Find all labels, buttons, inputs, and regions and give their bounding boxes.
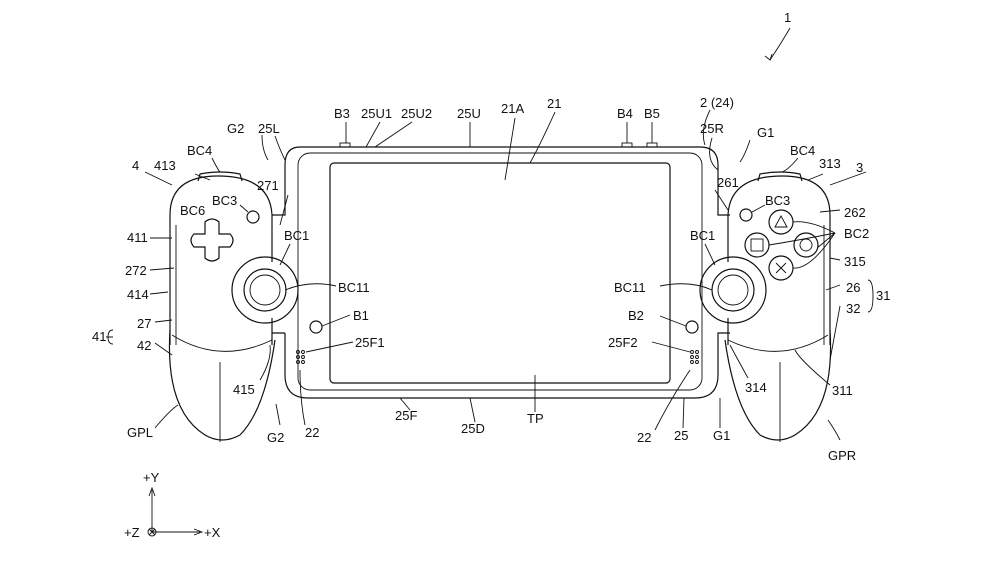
label: BC1 — [690, 228, 715, 243]
label: GPR — [828, 448, 856, 463]
label: 25F — [395, 408, 417, 423]
label: 414 — [127, 287, 149, 302]
label: 411 — [127, 230, 148, 245]
label: BC4 — [790, 143, 815, 158]
axis-indicator — [147, 486, 204, 537]
label: 415 — [233, 382, 255, 397]
label: BC3 — [765, 193, 790, 208]
left-stick-cap — [249, 274, 281, 306]
left-grip-seam — [171, 225, 273, 442]
face-buttons-bc2 — [744, 209, 819, 281]
label: GPL — [127, 425, 153, 440]
right-stick-bc1 — [699, 256, 767, 324]
label: B4 — [617, 106, 633, 121]
label: BC3 — [212, 193, 237, 208]
button-b2 — [685, 320, 699, 334]
label: 22 — [305, 425, 319, 440]
label: TP — [527, 411, 544, 426]
label: 2 (24) — [700, 95, 734, 110]
label: 314 — [745, 380, 767, 395]
label: BC11 — [614, 280, 646, 295]
label: 271 — [257, 178, 279, 193]
touch-screen — [329, 162, 671, 384]
right-button-bc3 — [739, 208, 753, 222]
label: 21 — [547, 96, 561, 111]
label: G1 — [757, 125, 774, 140]
label: 25U2 — [401, 106, 432, 121]
label: B3 — [334, 106, 350, 121]
button-b3 — [339, 142, 351, 148]
label: BC1 — [284, 228, 309, 243]
label: 4 — [132, 158, 139, 173]
label: 262 — [844, 205, 866, 220]
label: 41 — [92, 329, 106, 344]
label: 413 — [154, 158, 176, 173]
left-button-bc3 — [246, 210, 260, 224]
label: 25F2 — [608, 335, 638, 350]
label: 25R — [700, 121, 724, 136]
square-button — [744, 232, 770, 258]
label: 27 — [137, 316, 151, 331]
label: BC11 — [338, 280, 370, 295]
right-bumper-bc4 — [757, 171, 803, 182]
label: B5 — [644, 106, 660, 121]
label: 25U — [457, 106, 481, 121]
label: 3 — [856, 160, 863, 175]
label: 26 — [846, 280, 860, 295]
label: 272 — [125, 263, 147, 278]
circle-button — [793, 232, 819, 258]
left-stick-bc1 — [231, 256, 299, 324]
label: 42 — [137, 338, 151, 353]
axis-label-x: +X — [204, 525, 221, 540]
label: B2 — [628, 308, 644, 323]
label: G1 — [713, 428, 730, 443]
label: 315 — [844, 254, 866, 269]
label: BC2 — [844, 226, 869, 241]
triangle-button — [768, 209, 794, 235]
label: 311 — [832, 383, 853, 398]
axis-label-z: +Z — [124, 525, 140, 540]
right-grip — [724, 329, 832, 441]
label: BC6 — [180, 203, 205, 218]
label: G2 — [227, 121, 244, 136]
label: 25F1 — [355, 335, 385, 350]
label: 313 — [819, 156, 841, 171]
label: 31 — [876, 288, 890, 303]
label: 22 — [637, 430, 651, 445]
body-outline — [272, 146, 730, 399]
right-stick-cap — [717, 274, 749, 306]
reference-labels: 1 2 (24) G1 25R G2 25L B3 25U1 25U2 25U … — [92, 10, 890, 540]
label: 25D — [461, 421, 485, 436]
speaker-right — [690, 350, 699, 364]
label: 32 — [846, 301, 860, 316]
button-b1 — [309, 320, 323, 334]
label: BC4 — [187, 143, 212, 158]
label: 25L — [258, 121, 280, 136]
label: G2 — [267, 430, 284, 445]
left-grip — [168, 329, 276, 441]
label: 25 — [674, 428, 688, 443]
front-frame — [297, 152, 703, 391]
label: 25U1 — [361, 106, 392, 121]
axis-label-y: +Y — [143, 470, 160, 485]
right-grip-seam — [727, 225, 829, 442]
leader-lines — [106, 27, 874, 441]
label: 1 — [784, 10, 791, 25]
label: 21A — [501, 101, 524, 116]
dpad-bc6 — [190, 218, 234, 262]
speaker-left — [296, 350, 305, 364]
label: B1 — [353, 308, 369, 323]
label: 261 — [717, 175, 739, 190]
